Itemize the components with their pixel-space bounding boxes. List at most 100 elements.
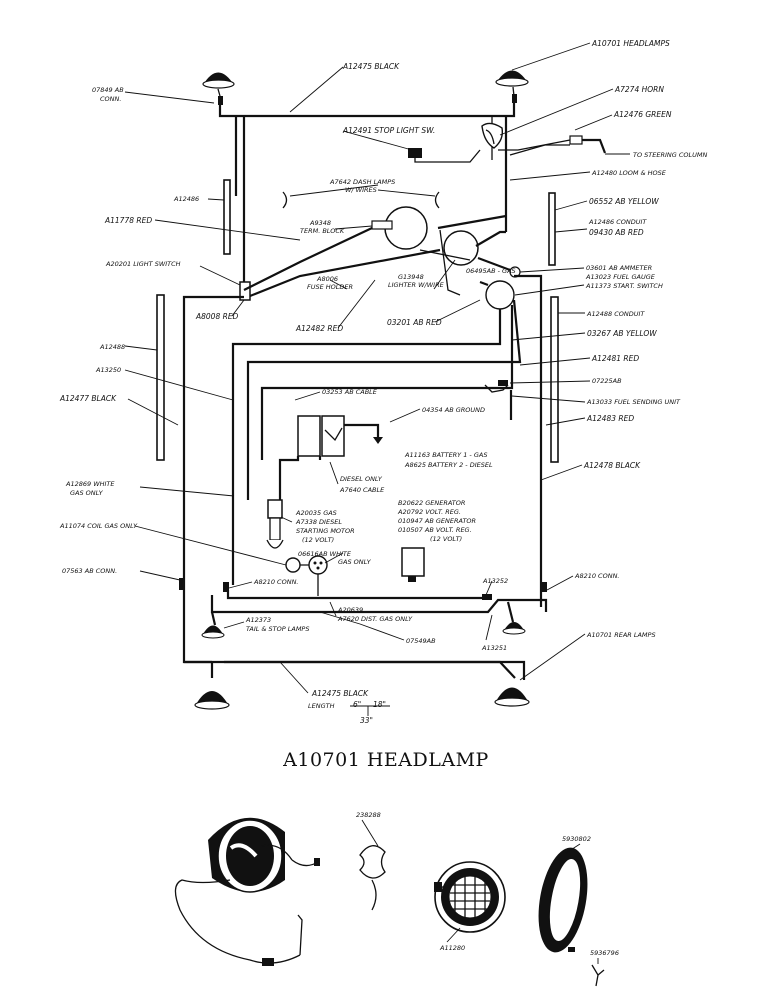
- stop-light-switch: [408, 148, 481, 163]
- horn: [481, 122, 504, 149]
- label-diesel-only: DIESEL ONLY: [340, 475, 383, 483]
- label-a7642-dash-1: A7642 DASH LAMPS: [329, 178, 395, 186]
- label-a12476-green: A12476 GREEN: [613, 110, 672, 119]
- connector-a8210-left: [223, 582, 229, 592]
- label-12-volt-a: (12 VOLT): [430, 535, 462, 543]
- label-a13033-fuel-send: A13033 FUEL SENDING UNIT: [586, 398, 681, 406]
- connector-07563: [179, 578, 184, 590]
- label-part-238288: 238288: [356, 811, 381, 819]
- headlamp-pigtail-wire: [174, 879, 303, 966]
- label-a8006-2: FUSE HOLDER: [307, 283, 353, 291]
- bezel-5930802: [538, 847, 588, 953]
- connector-07849-left: [218, 96, 223, 105]
- label-a12488-left: A12488: [99, 343, 125, 351]
- label-a12486-left: A12486: [173, 195, 199, 203]
- screw-5936796: [591, 964, 605, 987]
- label-a8625-battery: A8625 BATTERY 2 - DIESEL: [404, 461, 493, 469]
- label-g13948-1: G13948: [398, 273, 424, 281]
- label-12-volt-b: (12 VOLT): [302, 536, 334, 544]
- label-a11778-red: A11778 RED: [104, 216, 152, 225]
- connector-07849-right: [512, 94, 517, 103]
- light-switch: [239, 281, 251, 301]
- headlamp-right: [495, 70, 529, 97]
- label-a7274-horn: A7274 HORN: [614, 85, 664, 94]
- label-a10701-headlamps: A10701 HEADLAMPS: [591, 39, 670, 48]
- battery-2: [321, 415, 345, 457]
- label-a11373-start: A11373 START. SWITCH: [585, 282, 663, 290]
- label-06616-1: 06616AB WHITE: [298, 550, 352, 558]
- label-a20639: A20639: [337, 606, 363, 614]
- label-a12475-black-bottom: A12475 BLACK: [311, 689, 369, 698]
- label-03601-ammeter: 03601 AB AMMETER: [586, 264, 652, 272]
- label-03201-red: 03201 AB RED: [387, 318, 442, 327]
- leader-lines: [124, 42, 614, 694]
- label-a8210-left: A8210 CONN.: [253, 578, 299, 586]
- label-a20035-gas: A20035 GAS: [295, 509, 337, 517]
- label-a13250: A13250: [95, 366, 121, 374]
- label-a12478-black: A12478 BLACK: [583, 461, 641, 470]
- connector-a12476: [569, 135, 583, 145]
- label-g13948-2: LIGHTER W/WIRE: [388, 281, 445, 289]
- label-06495-gas: 06495AB - GAS: [466, 267, 516, 275]
- terminal-block: [371, 206, 428, 250]
- labels: A10701 HEADLAMPS A12475 BLACK A7274 HORN…: [59, 39, 708, 725]
- page-title: A10701 HEADLAMP: [282, 749, 489, 771]
- distributor: [308, 555, 328, 575]
- label-a12481-red: A12481 RED: [591, 354, 639, 363]
- label-a12477-black: A12477 BLACK: [59, 394, 117, 403]
- label-a8008-red: A8008 RED: [195, 312, 239, 321]
- starting-motor: [266, 499, 284, 549]
- label-a7338-diesel: A7338 DIESEL: [295, 518, 342, 526]
- label-a12491-stop-light: A12491 STOP LIGHT SW.: [342, 126, 435, 135]
- dash-lamp-left: [282, 191, 288, 209]
- conduit-a12486-left: [223, 179, 231, 255]
- label-a12482-red: A12482 RED: [295, 324, 343, 333]
- ammeter: [443, 230, 479, 266]
- label-a7640-cable: A7640 CABLE: [339, 486, 385, 494]
- sealed-beam-a11280: [434, 861, 506, 933]
- dash-lamp-right: [434, 191, 440, 209]
- label-starting-motor: STARTING MOTOR: [296, 527, 355, 535]
- bottom-lamp-right: [494, 687, 530, 707]
- fuel-sending-unit: [484, 380, 509, 393]
- label-to-steering: TO STEERING COLUMN: [633, 151, 708, 159]
- headlamp-housing: [208, 817, 320, 893]
- generator: [401, 547, 425, 582]
- label-a11074-coil: A11074 COIL GAS ONLY: [59, 522, 138, 530]
- label-06616-2: GAS ONLY: [338, 558, 372, 566]
- label-010507-volt: 010507 AB VOLT. REG.: [398, 526, 472, 534]
- label-length-6: 6": [353, 700, 361, 709]
- label-a7620-dist: A7620 DIST. GAS ONLY: [337, 615, 413, 623]
- rear-lamp-left: [201, 625, 225, 639]
- label-part-5930802: 5930802: [562, 835, 591, 843]
- label-length-33: 33": [360, 716, 373, 725]
- label-a9348-1: A9348: [309, 219, 331, 227]
- label-part-a11280: A11280: [439, 944, 465, 952]
- label-a13252: A13252: [482, 577, 508, 585]
- conduit-a12488-right: [550, 296, 559, 463]
- connector-a8210-right: [541, 582, 547, 592]
- battery-1: [297, 415, 321, 457]
- label-06552-yellow: 06552 AB YELLOW: [589, 197, 659, 206]
- conduit-a12486-right: [548, 192, 556, 266]
- bottom-lamp-left: [194, 662, 230, 710]
- label-07849-conn-2: CONN.: [100, 95, 121, 103]
- label-length-18: 18": [373, 700, 386, 709]
- label-a12488-conduit: A12488 CONDUIT: [586, 310, 645, 318]
- headlamp-left: [202, 72, 235, 97]
- label-a11163-battery: A11163 BATTERY 1 - GAS: [404, 451, 487, 459]
- label-a8210-right: A8210 CONN.: [574, 572, 620, 580]
- label-04354-ground: 04354 AB GROUND: [422, 406, 485, 414]
- conduit-a12488-left: [156, 294, 165, 461]
- label-a20792-volt: A20792 VOLT. REG.: [397, 508, 461, 516]
- label-a13023-fuel: A13023 FUEL GAUGE: [585, 273, 656, 281]
- connector-a13252: [482, 594, 492, 600]
- rear-lamp-right: [502, 622, 526, 635]
- label-010947-gen: 010947 AB GENERATOR: [398, 517, 476, 525]
- label-b20622-gen: B20622 GENERATOR: [398, 499, 465, 507]
- label-length: LENGTH: [308, 702, 335, 710]
- label-07225: 07225AB: [592, 377, 622, 385]
- label-03267-yellow: 03267 AB YELLOW: [587, 329, 657, 338]
- label-09430-red: 09430 AB RED: [589, 228, 644, 237]
